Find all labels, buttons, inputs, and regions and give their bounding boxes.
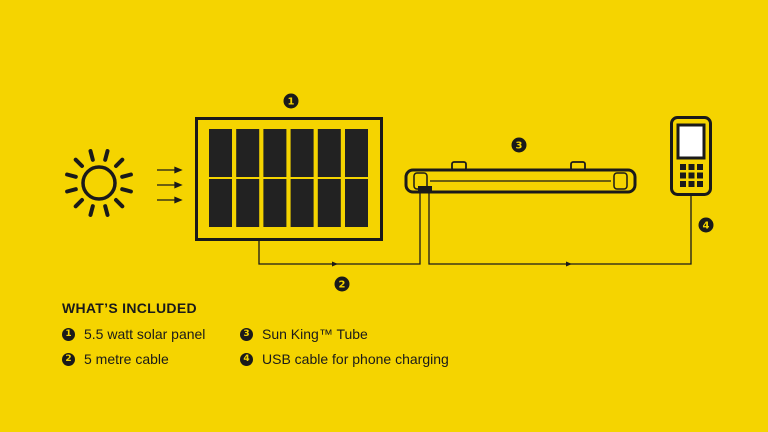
solar-cell [290, 129, 314, 177]
solar-cell [209, 129, 232, 177]
item-label: USB cable for phone charging [262, 351, 449, 367]
phone-key [688, 164, 695, 170]
sun-ray [114, 157, 125, 168]
sun-ray [88, 204, 95, 217]
marker-panel: 1 [283, 93, 299, 109]
solar-cell [209, 179, 232, 227]
marker-label: 1 [288, 97, 295, 108]
solar-cell [263, 179, 287, 227]
phone-key [697, 164, 703, 170]
phone-key [697, 181, 703, 187]
panel-cable [258, 189, 421, 265]
marker-usb: 4 [698, 217, 714, 233]
solar-cell [345, 129, 368, 177]
marker-cable: 2 [334, 276, 350, 292]
item-number-badge: 2 [62, 352, 75, 366]
sun-ray [65, 187, 78, 194]
light-rays-icon [157, 166, 183, 204]
phone-key [688, 181, 695, 187]
included-item-panel: 1 5.5 watt solar panel [62, 326, 205, 342]
phone-key [688, 172, 695, 179]
solar-cell [290, 179, 314, 227]
solar-cell [236, 179, 260, 227]
solar-cell [263, 129, 287, 177]
sun-king-tube-icon [404, 161, 637, 194]
marker-label: 2 [339, 280, 346, 291]
marker-label: 4 [703, 221, 710, 232]
phone-key [680, 181, 686, 187]
item-label: 5.5 watt solar panel [84, 326, 206, 342]
solar-cell [317, 179, 341, 227]
solar-cell [236, 129, 260, 177]
included-item-usb: 4 USB cable for phone charging [240, 351, 449, 367]
flow-arrow-icon [332, 261, 338, 267]
included-item-tube: 3 Sun King™ Tube [240, 326, 368, 342]
usb-cable [428, 189, 692, 265]
phone-key [680, 164, 686, 170]
marker-tube: 3 [511, 137, 527, 153]
sun-ray [88, 149, 95, 162]
included-heading: WHAT’S INCLUDED [62, 300, 197, 316]
solar-panel-icon [195, 117, 383, 241]
item-number-badge: 1 [62, 327, 75, 341]
sun-ray [73, 198, 84, 209]
sun-ray [103, 204, 110, 217]
item-label: 5 metre cable [84, 351, 169, 367]
sun-ray [103, 149, 110, 162]
flow-arrow-icon [566, 261, 572, 267]
sun-ray [120, 187, 133, 194]
phone-key [680, 172, 686, 179]
phone-key [697, 172, 703, 179]
sun-ray [65, 172, 78, 179]
included-item-cable: 2 5 metre cable [62, 351, 169, 367]
sun-ray [114, 198, 125, 209]
marker-label: 3 [516, 141, 523, 152]
sun-icon [65, 149, 133, 217]
solar-cell [317, 129, 341, 177]
solar-cell [345, 179, 368, 227]
item-number-badge: 3 [240, 327, 253, 341]
sun-ray [73, 157, 84, 168]
item-number-badge: 4 [240, 352, 253, 366]
mobile-phone-icon [670, 116, 712, 196]
item-label: Sun King™ Tube [262, 326, 368, 342]
sun-ray [120, 172, 133, 179]
